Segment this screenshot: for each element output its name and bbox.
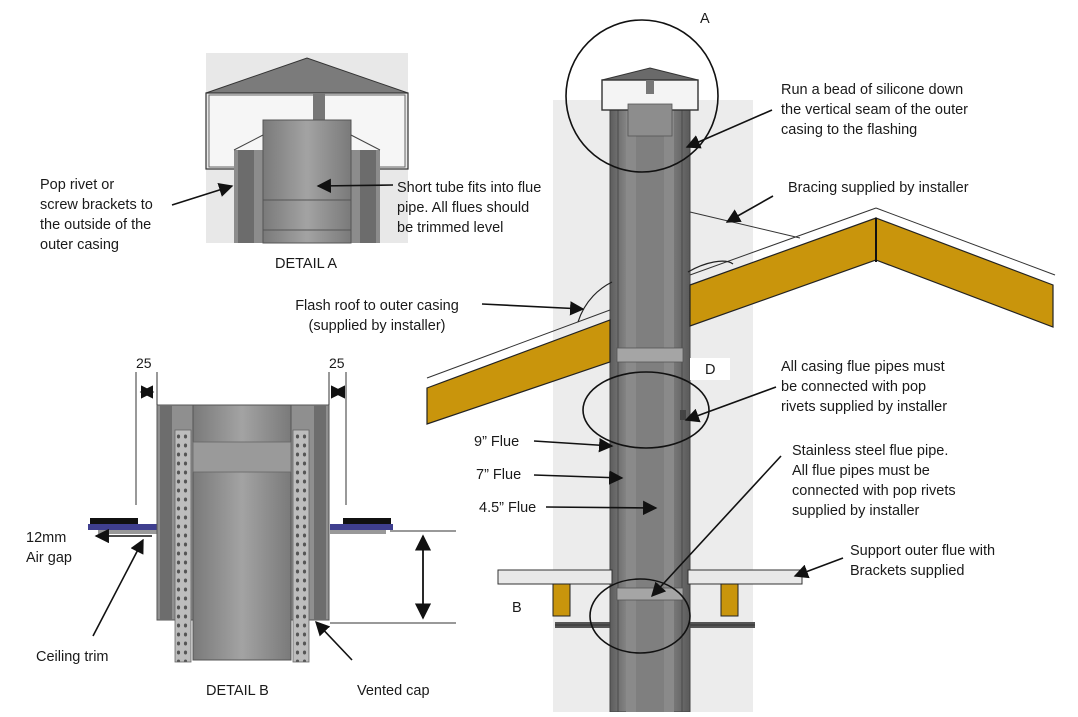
flue-45-label: 4.5” Flue xyxy=(479,500,537,516)
arrow-silicone xyxy=(685,109,773,149)
marker-d: D xyxy=(705,362,716,378)
detail-b-drawing xyxy=(88,372,456,663)
arrow-45-flue xyxy=(545,500,658,516)
arrow-7-flue xyxy=(533,470,624,485)
short-tube-note: Short tube fits into flue pipe. All flue… xyxy=(397,180,542,236)
arrow-vented-cap xyxy=(315,620,353,661)
arrow-support xyxy=(793,557,844,579)
arrow-pop-rivet xyxy=(171,183,234,206)
flash-roof-note: Flash roof to outer casing (supplied by … xyxy=(295,298,459,334)
dim-left-label: 25 xyxy=(136,355,152,371)
arrow-flash-roof xyxy=(481,301,585,316)
pop-rivet-note: Pop rivet or screw brackets to the outsi… xyxy=(40,177,153,253)
arrow-stainless xyxy=(651,455,782,598)
arrow-9-flue xyxy=(533,437,614,453)
silicone-note: Run a bead of silicone down the vertical… xyxy=(781,82,968,138)
stainless-note: Stainless steel flue pipe. All flue pipe… xyxy=(792,443,956,519)
arrow-ceiling-trim xyxy=(92,538,144,637)
annotation-arrows xyxy=(92,109,844,661)
arrow-casing-pipes xyxy=(684,386,777,423)
arrow-bracing xyxy=(725,195,774,223)
marker-b: B xyxy=(512,600,522,616)
support-note: Support outer flue with Brackets supplie… xyxy=(850,543,996,579)
flue-9-label: 9” Flue xyxy=(474,434,520,450)
ceiling-trim-note: Ceiling trim xyxy=(36,649,109,665)
arrow-short-tube xyxy=(316,178,394,194)
bracing-note: Bracing supplied by installer xyxy=(788,180,969,196)
detail-b-caption: DETAIL B xyxy=(206,683,269,699)
dim-right-label: 25 xyxy=(329,355,345,371)
flue-7-label: 7” Flue xyxy=(476,467,522,483)
air-gap-note: 12mm Air gap xyxy=(26,530,72,566)
casing-pipes-note: All casing flue pipes must be connected … xyxy=(781,359,948,415)
main-flue-drawing xyxy=(426,19,1056,713)
detail-a-caption: DETAIL A xyxy=(275,256,338,272)
detail-a-drawing xyxy=(205,53,409,244)
vented-cap-note: Vented cap xyxy=(357,683,430,699)
marker-a: A xyxy=(700,11,710,27)
